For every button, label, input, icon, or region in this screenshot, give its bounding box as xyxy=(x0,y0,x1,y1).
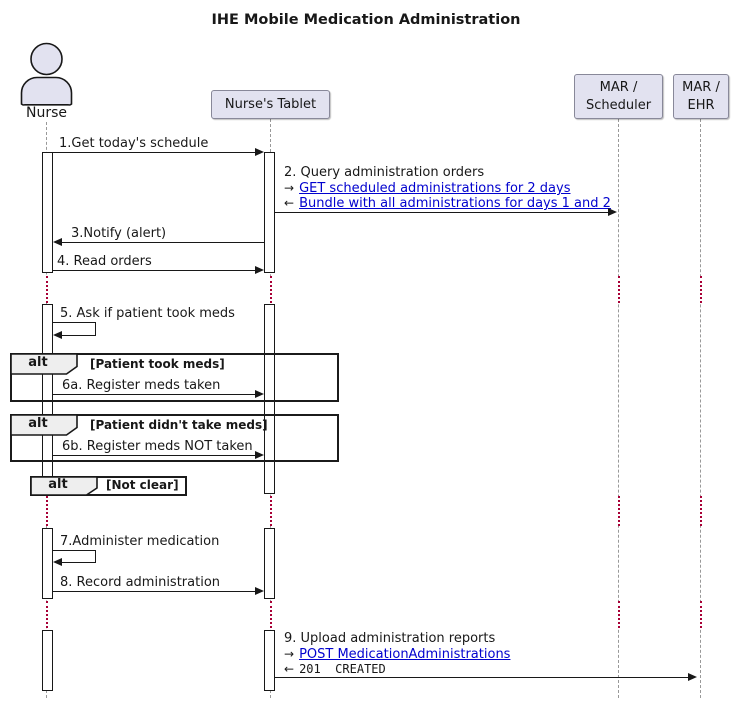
message-label: 1.Get today's schedule xyxy=(59,136,209,151)
delay-dots xyxy=(615,276,622,303)
message-line xyxy=(53,152,256,153)
self-message-line xyxy=(60,335,96,336)
arrowhead-right-icon xyxy=(255,266,264,274)
delay-dots xyxy=(267,276,274,303)
activation-tablet xyxy=(264,304,275,494)
arrowhead-left-icon xyxy=(53,558,62,566)
arrowhead-right-icon xyxy=(255,390,264,398)
lifeline-scheduler xyxy=(618,119,619,698)
message-line xyxy=(53,591,256,592)
delay-dots xyxy=(697,276,704,303)
message-label: 7.Administer medication xyxy=(60,534,220,549)
message-response-line: ← Bundle with all administrations for day… xyxy=(284,196,611,211)
arrowhead-left-icon xyxy=(53,238,62,246)
message-request-line: → GET scheduled administrations for 2 day… xyxy=(284,181,571,196)
fragment-operator: alt xyxy=(48,477,68,492)
alt-operator-box: alt xyxy=(10,414,78,436)
participant-box-tablet: Nurse's Tablet xyxy=(211,90,330,119)
message-line xyxy=(53,270,256,271)
message-label: 5. Ask if patient took meds xyxy=(60,306,235,321)
fragment-operator: alt xyxy=(28,416,48,431)
activation-tablet xyxy=(264,630,275,691)
participant-box-scheduler: MAR / Scheduler xyxy=(574,74,663,119)
nurse-actor-icon xyxy=(20,42,73,106)
message-line xyxy=(53,455,256,456)
request-arrow-icon: → xyxy=(284,181,295,195)
self-message-line xyxy=(53,550,96,551)
delay-dots xyxy=(43,276,50,303)
participant-box-ehr: MAR / EHR xyxy=(673,74,729,119)
participant-label-nurse: Nurse xyxy=(25,105,67,121)
diagram-title: IHE Mobile Medication Administration xyxy=(211,12,521,28)
alt-pentagon-shape xyxy=(10,353,78,375)
delay-dots xyxy=(615,601,622,628)
activation-tablet xyxy=(264,152,275,273)
link-bundle-administrations[interactable]: Bundle with all administrations for days… xyxy=(299,196,611,211)
message-label: 8. Record administration xyxy=(60,575,221,590)
delay-dots xyxy=(43,496,50,526)
message-label: 3.Notify (alert) xyxy=(71,226,167,241)
self-message-line xyxy=(60,562,96,563)
fragment-guard: [Patient didn't take meds] xyxy=(90,418,268,432)
message-label: 2. Query administration orders xyxy=(284,165,485,180)
delay-dots xyxy=(697,496,704,526)
message-request-line: → POST MedicationAdministrations xyxy=(284,647,510,662)
link-post-medication-administrations[interactable]: POST MedicationAdministrations xyxy=(299,647,511,662)
response-arrow-icon: ← xyxy=(284,196,295,210)
delay-dots xyxy=(267,601,274,628)
lifeline-ehr xyxy=(700,119,701,698)
delay-dots xyxy=(697,601,704,628)
arrowhead-right-icon xyxy=(608,208,617,216)
fragment-operator: alt xyxy=(28,355,48,370)
fragment-guard: [Not clear] xyxy=(106,478,179,492)
message-line xyxy=(53,394,256,395)
message-label: 6b. Register meds NOT taken xyxy=(62,439,253,454)
activation-nurse xyxy=(42,528,53,599)
message-line xyxy=(275,677,689,678)
delay-dots xyxy=(615,496,622,526)
delay-dots xyxy=(43,601,50,628)
delay-dots xyxy=(267,496,274,526)
arrowhead-right-icon xyxy=(255,587,264,595)
alt-fragment-didnt-take-meds xyxy=(10,414,339,462)
message-label: 4. Read orders xyxy=(57,254,152,269)
arrowhead-right-icon xyxy=(688,673,697,681)
arrowhead-right-icon xyxy=(255,148,264,156)
message-line xyxy=(275,212,609,213)
response-arrow-icon: ← xyxy=(284,662,295,676)
link-get-scheduled-administrations[interactable]: GET scheduled administrations for 2 days xyxy=(299,181,571,196)
arrowhead-right-icon xyxy=(255,451,264,459)
self-message-line xyxy=(95,322,96,335)
message-line xyxy=(60,242,264,243)
alt-pentagon-shape xyxy=(10,414,78,436)
activation-nurse xyxy=(42,630,53,691)
alt-operator-box: alt xyxy=(30,476,98,496)
arrowhead-left-icon xyxy=(53,331,62,339)
request-arrow-icon: → xyxy=(284,647,295,661)
message-response-line: ← 201 CREATED xyxy=(284,662,386,677)
response-status-code: 201 CREATED xyxy=(299,662,386,676)
activation-tablet xyxy=(264,528,275,599)
alt-pentagon-shape xyxy=(30,476,98,496)
message-label: 6a. Register meds taken xyxy=(62,378,221,393)
self-message-line xyxy=(95,550,96,562)
message-label: 9. Upload administration reports xyxy=(284,631,496,646)
alt-fragment-took-meds xyxy=(10,353,339,402)
alt-operator-box: alt xyxy=(10,353,78,375)
fragment-guard: [Patient took meds] xyxy=(90,357,225,371)
activation-nurse xyxy=(42,152,53,273)
self-message-line xyxy=(53,322,96,323)
